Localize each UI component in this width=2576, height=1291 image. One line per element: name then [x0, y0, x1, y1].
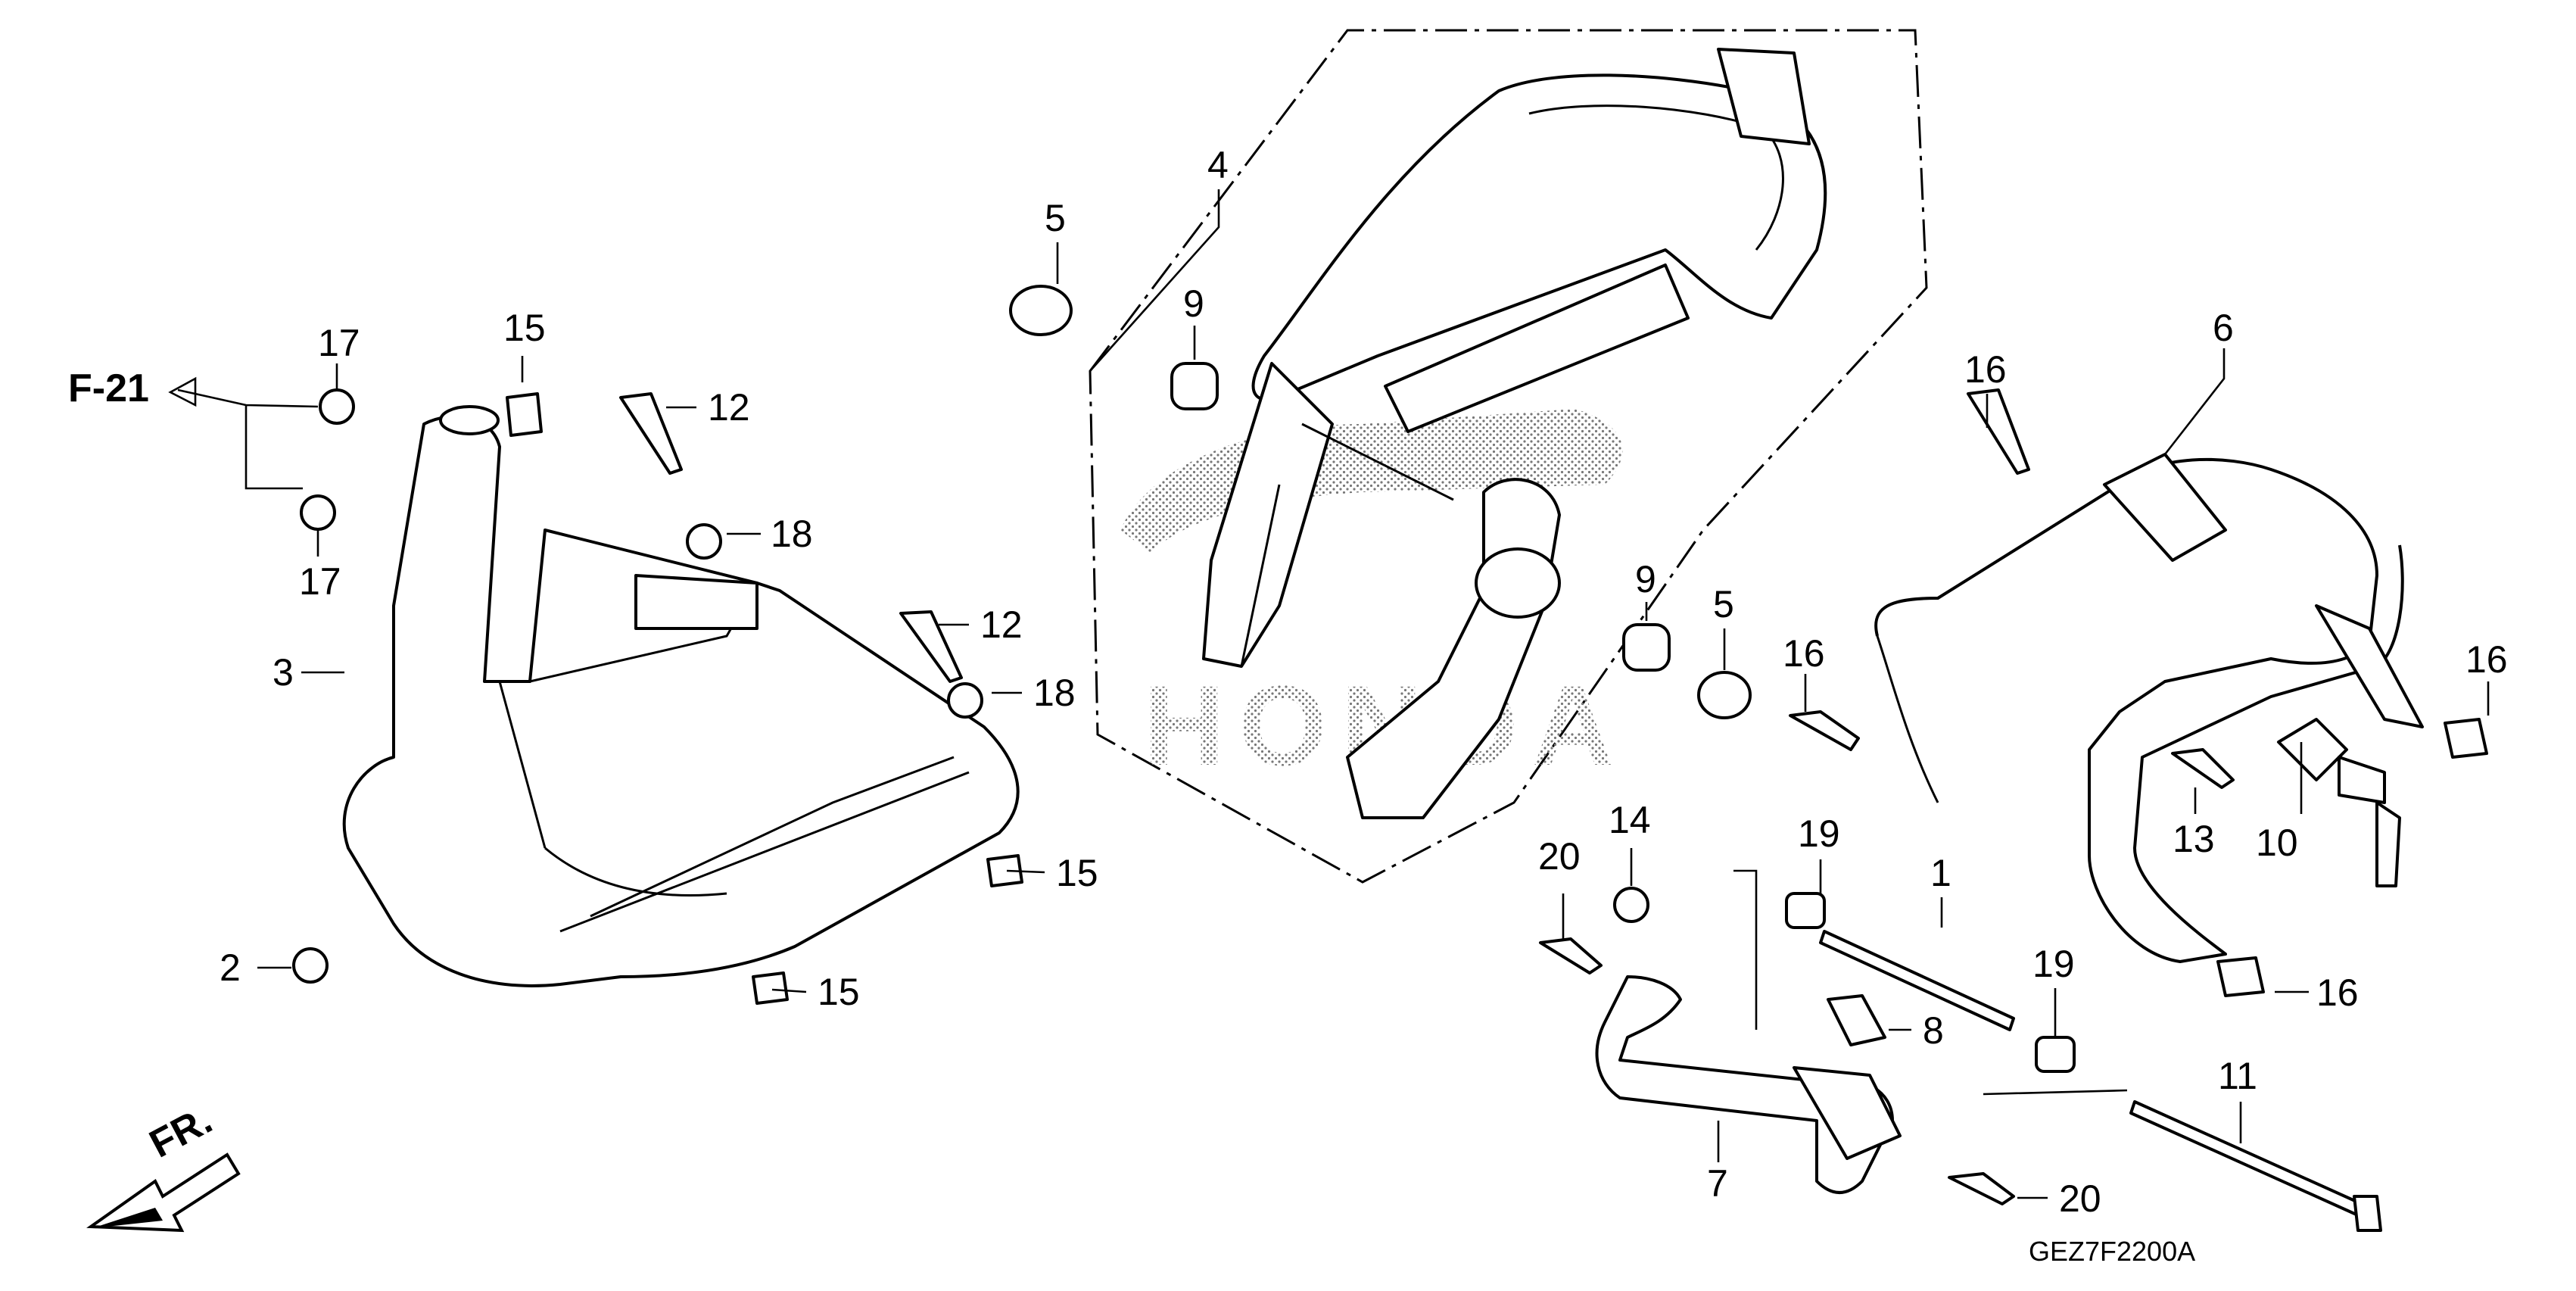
- joint-part-8[interactable]: [1827, 994, 1886, 1046]
- bolt-part-2[interactable]: [292, 947, 329, 984]
- collar-part-19-lower[interactable]: [2035, 1036, 2076, 1073]
- callout-6: 6: [2213, 307, 2234, 349]
- bolt-part-20-upper[interactable]: [1539, 937, 1603, 974]
- clip-part-15-middle[interactable]: [986, 854, 1023, 887]
- bolt-part-12-lower[interactable]: [899, 610, 963, 683]
- callout-7: 7: [1707, 1162, 1728, 1205]
- seat-lock-part-10[interactable]: [2277, 718, 2401, 887]
- callout-15-upper: 15: [503, 307, 546, 349]
- callout-19-lower: 19: [2032, 943, 2075, 985]
- drawing-code: GEZ7F2200A: [2029, 1236, 2195, 1267]
- callout-2: 2: [220, 946, 241, 989]
- callout-17-upper: 17: [318, 322, 360, 364]
- front-direction-label: FR.: [142, 1098, 219, 1167]
- shaft-part-1[interactable]: [1819, 930, 2015, 1031]
- bolt-part-12-upper[interactable]: [619, 392, 683, 475]
- callout-3: 3: [273, 651, 294, 694]
- callout-18-upper: 18: [771, 513, 813, 555]
- bolt-part-16-c[interactable]: [2444, 718, 2488, 759]
- bolt-part-16-a[interactable]: [1967, 388, 2030, 475]
- callout-12-lower: 12: [980, 603, 1023, 646]
- callout-9-lower: 9: [1635, 558, 1656, 600]
- bolt-part-11[interactable]: [2129, 1100, 2363, 1217]
- callout-9-upper: 9: [1183, 282, 1204, 325]
- callout-16-a: 16: [1964, 348, 2007, 391]
- nut-part-18-upper[interactable]: [686, 523, 722, 560]
- collar-part-19-upper[interactable]: [1785, 892, 1826, 929]
- front-direction-arrow: [86, 1152, 241, 1233]
- bolt-part-16-b[interactable]: [1789, 710, 1860, 751]
- callout-14: 14: [1609, 799, 1651, 841]
- bolt-part-16-d[interactable]: [2216, 956, 2265, 997]
- callout-20-lower: 20: [2059, 1177, 2101, 1220]
- rear-frame-group-outline: [1089, 29, 1928, 884]
- reference-label[interactable]: F-21: [68, 366, 149, 410]
- callout-19-upper: 19: [1798, 812, 1840, 855]
- callout-12-upper: 12: [708, 386, 750, 429]
- callout-15-lower: 15: [818, 971, 860, 1013]
- clip-part-15-upper[interactable]: [506, 392, 543, 437]
- callout-5-lower: 5: [1713, 583, 1734, 625]
- bolt-part-13[interactable]: [2171, 748, 2235, 789]
- callout-1: 1: [1930, 852, 1951, 894]
- rear-grip-part-6[interactable]: [1874, 453, 2424, 963]
- nut-part-14[interactable]: [1613, 887, 1649, 923]
- bushing-part-9-upper[interactable]: [1170, 362, 1219, 410]
- bushing-part-9-lower[interactable]: [1622, 623, 1671, 672]
- nut-part-17-upper[interactable]: [319, 388, 355, 425]
- stay-part-7[interactable]: [1595, 975, 1902, 1194]
- callout-8: 8: [1923, 1009, 1944, 1052]
- rear-frame-part-4[interactable]: [1202, 48, 1827, 819]
- callout-20-upper: 20: [1538, 835, 1581, 878]
- bolt-part-11-head[interactable]: [2353, 1195, 2382, 1232]
- leader-lines: [168, 189, 2490, 1199]
- grommet-part-5-upper[interactable]: [1009, 285, 1073, 336]
- callout-13: 13: [2173, 818, 2215, 860]
- callout-11: 11: [2218, 1055, 2257, 1097]
- callout-17-lower: 17: [299, 560, 341, 603]
- callout-5-upper: 5: [1045, 197, 1066, 239]
- callout-16-c: 16: [2465, 638, 2508, 681]
- callout-16-b: 16: [1783, 632, 1825, 675]
- callout-10: 10: [2256, 822, 2298, 864]
- callout-18-lower: 18: [1033, 672, 1076, 714]
- callout-4: 4: [1207, 144, 1229, 186]
- grommet-part-5-lower[interactable]: [1697, 671, 1752, 719]
- callout-15-middle: 15: [1056, 852, 1098, 894]
- main-frame-part-3[interactable]: [342, 405, 1020, 987]
- bolt-part-20-lower[interactable]: [1948, 1172, 2015, 1205]
- nut-part-17-lower[interactable]: [300, 494, 336, 531]
- nut-part-18-lower[interactable]: [947, 682, 983, 719]
- clip-part-15-lower[interactable]: [752, 971, 789, 1005]
- callout-16-d: 16: [2316, 971, 2359, 1014]
